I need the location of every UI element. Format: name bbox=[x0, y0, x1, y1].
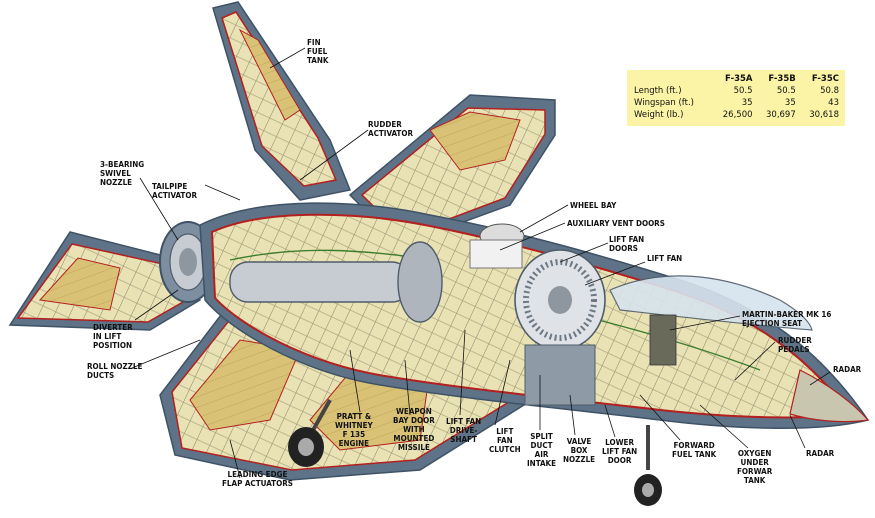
label-lift-fan-clutch: Lift fan clutch bbox=[489, 427, 521, 454]
spec-row-label: Length (ft.) bbox=[634, 86, 682, 96]
label-lift-fan-drive: Lift fan drive- shaft bbox=[446, 417, 482, 444]
spec-table: F-35A F-35B F-35C Length (ft.) 50.5 50.5… bbox=[627, 70, 845, 126]
spec-cell: 50.5 bbox=[733, 86, 753, 96]
label-roll-nozzle: Roll nozzle ducts bbox=[87, 362, 143, 380]
label-tailpipe-activator: Tailpipe activator bbox=[152, 182, 197, 200]
label-oxygen: Oxygen under forwar tank bbox=[737, 449, 773, 485]
spec-cell: 35 bbox=[784, 98, 796, 108]
nose-landing-gear bbox=[634, 425, 662, 506]
spec-header-f35a: F-35A bbox=[725, 74, 753, 84]
label-lift-fan: Lift fan bbox=[647, 254, 683, 263]
spec-header-f35b: F-35B bbox=[768, 74, 796, 84]
lift-fan bbox=[514, 249, 606, 406]
label-wheel-bay: Wheel bay bbox=[570, 201, 617, 210]
label-split-duct: Split duct air intake bbox=[527, 432, 557, 468]
spec-cell: 50.8 bbox=[820, 86, 839, 96]
label-leading-edge: Leading edge flap actuators bbox=[222, 470, 293, 488]
label-fin-fuel-tank: Fin fuel tank bbox=[307, 38, 329, 65]
label-valve-box: Valve box nozzle bbox=[563, 437, 596, 464]
vertical-fin bbox=[212, 1, 352, 201]
label-three-bearing-nozzle: 3-Bearing swivel nozzle bbox=[100, 160, 145, 187]
label-rudder-pedals: Rudder pedals bbox=[778, 336, 812, 354]
engine bbox=[229, 241, 443, 323]
label-forward-fuel: Forward fuel tank bbox=[672, 441, 717, 459]
spec-cell: 30,618 bbox=[809, 110, 839, 120]
spec-row-wingspan: Wingspan (ft.) 35 35 43 bbox=[627, 97, 845, 109]
label-radar-top: Radar bbox=[833, 365, 862, 374]
spec-row-length: Length (ft.) 50.5 50.5 50.8 bbox=[627, 85, 845, 97]
label-pw-engine: Pratt & Whitney F 135 engine bbox=[335, 412, 373, 448]
main-landing-gear bbox=[288, 399, 332, 467]
spec-row-label: Wingspan (ft.) bbox=[634, 98, 694, 108]
label-aux-vent-doors: Auxiliary vent doors bbox=[567, 219, 665, 228]
label-radar-bottom: Radar bbox=[806, 449, 835, 458]
label-lower-lift-door: Lower lift fan door bbox=[602, 438, 638, 465]
spec-cell: 43 bbox=[828, 98, 839, 108]
wheel-bay bbox=[469, 223, 525, 269]
label-weapon-bay: Weapon bay door with mounted missile bbox=[393, 407, 435, 452]
spec-row-label: Weight (lb.) bbox=[634, 110, 684, 120]
upper-wing bbox=[348, 94, 556, 246]
label-diverter: Diverter in lift position bbox=[93, 323, 133, 350]
spec-table-grid: F-35A F-35B F-35C Length (ft.) 50.5 50.5… bbox=[627, 73, 845, 121]
spec-cell: 26,500 bbox=[722, 110, 753, 120]
leader-lines bbox=[131, 47, 831, 479]
spec-row-weight: Weight (lb.) 26,500 30,697 30,618 bbox=[627, 109, 845, 121]
spec-header-f35c: F-35C bbox=[811, 74, 839, 84]
spec-cell: 35 bbox=[741, 98, 753, 108]
spec-cell: 30,697 bbox=[766, 110, 796, 120]
label-lift-fan-doors: Lift fan doors bbox=[609, 235, 645, 253]
label-ejection-seat: Martin-Baker MK 16 ejection seat bbox=[742, 310, 832, 328]
spec-header-blank bbox=[627, 73, 715, 85]
label-rudder-activator: Rudder activator bbox=[368, 120, 413, 138]
spec-cell: 50.5 bbox=[776, 86, 796, 96]
